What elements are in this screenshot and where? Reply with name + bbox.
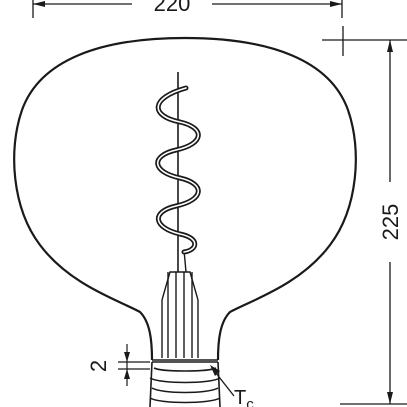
width-value: 220 bbox=[154, 0, 191, 16]
temp-point-label: Tc bbox=[234, 387, 254, 407]
width-arrow-left bbox=[33, 1, 45, 7]
neck-offset-arrow-top bbox=[124, 352, 130, 362]
neck-offset-value: 2 bbox=[86, 360, 111, 372]
bulb-outline bbox=[13, 36, 357, 361]
screw-base bbox=[149, 361, 221, 407]
temp-point-label-main: T bbox=[234, 387, 246, 407]
height-dimension bbox=[322, 26, 407, 405]
height-arrow-bottom bbox=[387, 392, 393, 404]
temp-point-arrow bbox=[210, 365, 220, 376]
neck-offset-dimension bbox=[118, 344, 150, 386]
height-value: 225 bbox=[378, 204, 403, 241]
neck-offset-arrow-bottom bbox=[124, 369, 130, 379]
spiral-filament-highlight bbox=[156, 87, 200, 253]
temp-point-label-sub: c bbox=[246, 396, 254, 407]
height-arrow-top bbox=[387, 40, 393, 52]
width-dimension bbox=[32, 0, 343, 18]
width-arrow-right bbox=[330, 1, 342, 7]
bulb-stem bbox=[161, 271, 199, 358]
